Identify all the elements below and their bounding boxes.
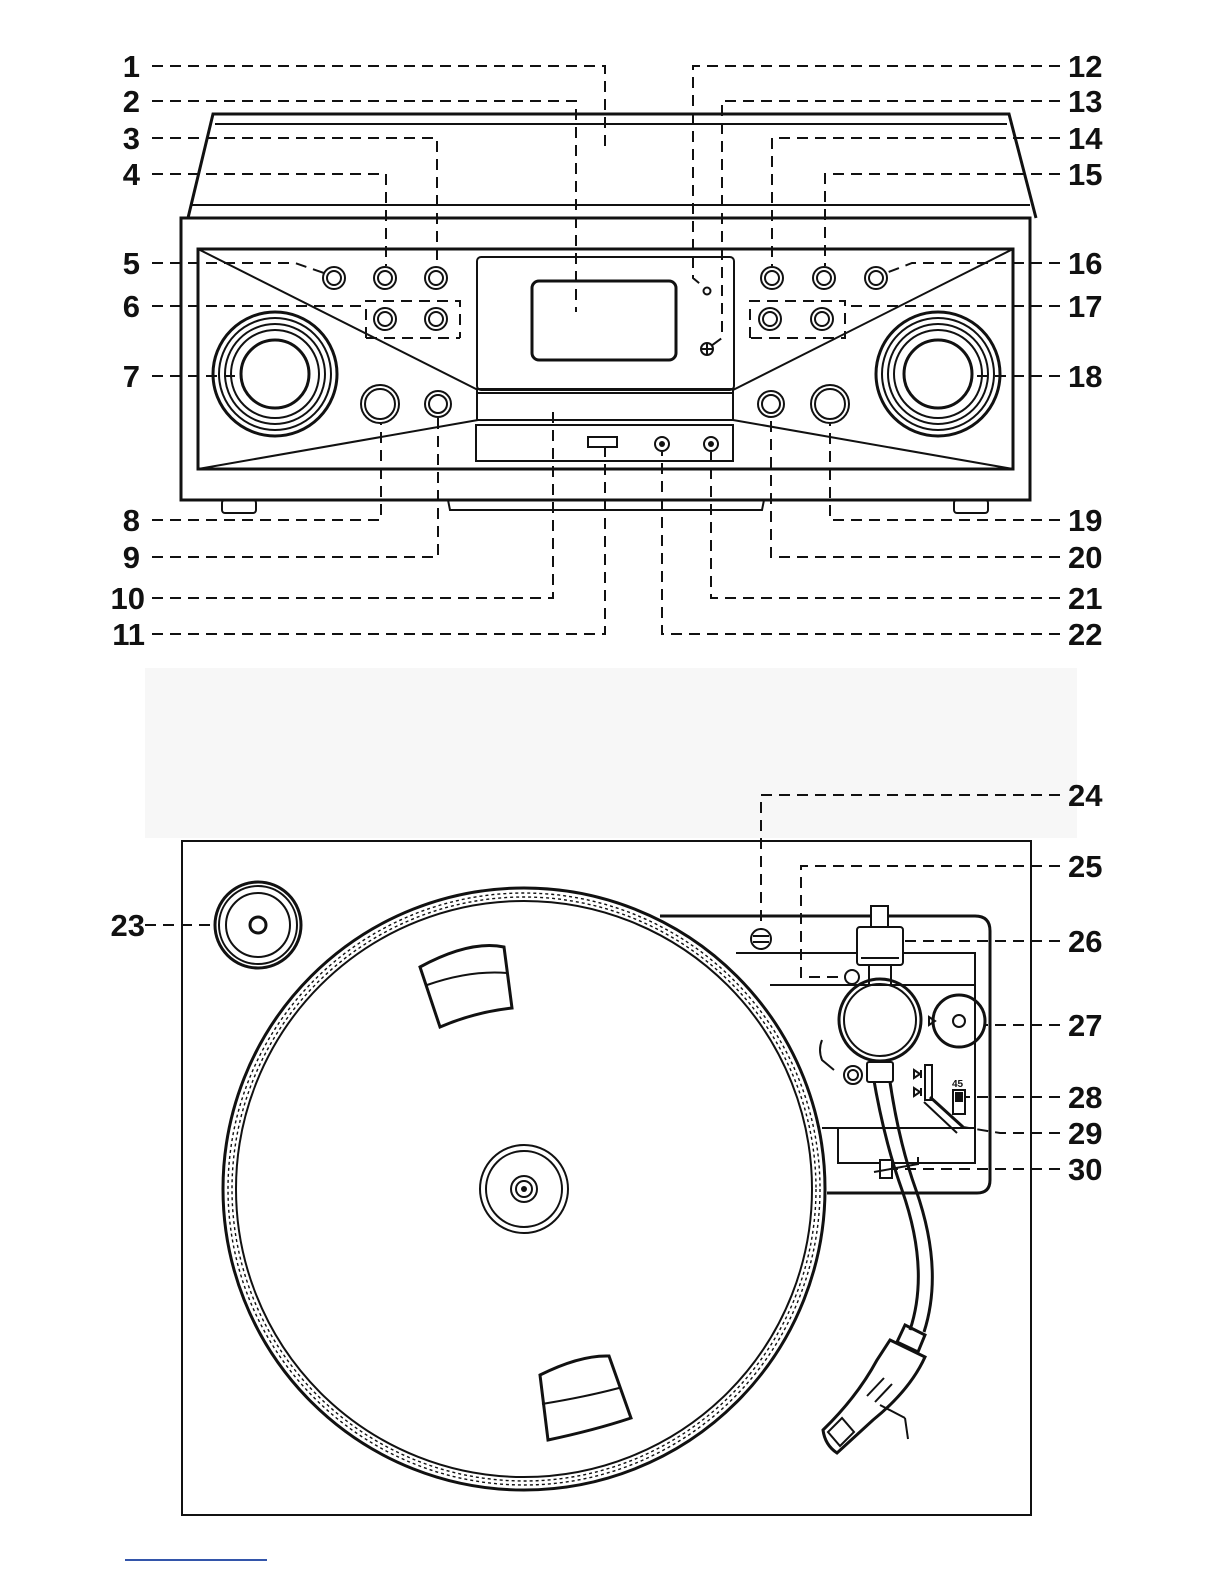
callout-2: 2	[123, 84, 140, 119]
callout-22: 22	[1068, 617, 1102, 652]
scan-shading	[145, 668, 1077, 838]
callout-11: 11	[112, 617, 145, 652]
adjust-screw[interactable]	[751, 929, 771, 949]
callout-28: 28	[1068, 1080, 1102, 1115]
callout-5: 5	[123, 246, 140, 281]
callout-6: 6	[123, 289, 140, 324]
callout-4: 4	[123, 157, 141, 192]
top-view: 45	[111, 778, 1104, 1515]
platter	[223, 888, 825, 1490]
callout-21: 21	[1068, 581, 1102, 616]
mat-pad-bottom	[540, 1356, 631, 1440]
callout-24: 24	[1068, 778, 1103, 813]
top-callout-numbers: 23 24 25 26 27 28 29 30	[111, 778, 1104, 1187]
headshell[interactable]	[823, 1340, 925, 1453]
knob-19[interactable]	[811, 385, 849, 423]
callout-8: 8	[123, 503, 140, 538]
tonearm-plate	[660, 916, 990, 1193]
foot-left	[222, 500, 256, 513]
display-panel	[477, 257, 734, 390]
knob-8[interactable]	[361, 385, 399, 423]
usb-port[interactable]	[588, 437, 617, 447]
callout-26: 26	[1068, 924, 1102, 959]
front-buttons[interactable]	[323, 267, 887, 423]
callout-23: 23	[111, 908, 145, 943]
callout-9: 9	[123, 540, 140, 575]
front-leaders	[152, 66, 1060, 634]
tonearm[interactable]	[867, 1062, 932, 1352]
callout-1: 1	[123, 49, 140, 84]
counterweight[interactable]	[857, 906, 903, 985]
dust-cover	[188, 114, 1036, 218]
display-screen	[532, 281, 676, 360]
callout-10: 10	[111, 581, 145, 616]
callout-19: 19	[1068, 503, 1102, 538]
aux-in-jack[interactable]	[704, 437, 718, 451]
callout-29: 29	[1068, 1116, 1102, 1151]
callout-13: 13	[1068, 84, 1102, 119]
front-callout-numbers: 1 2 3 4 5 6 7 8 9 10 11 12 13 14 15 16 1…	[111, 49, 1104, 652]
speaker-left	[213, 312, 337, 436]
arm-post	[845, 970, 859, 984]
start-stop-knob[interactable]	[929, 995, 985, 1047]
callout-27: 27	[1068, 1008, 1102, 1043]
top-leaders	[145, 795, 1060, 1169]
mat-pad-top	[420, 946, 512, 1027]
headphone-jack[interactable]	[655, 437, 669, 451]
callout-14: 14	[1068, 121, 1103, 156]
callout-15: 15	[1068, 157, 1102, 192]
foot-right	[954, 500, 988, 513]
callout-18: 18	[1068, 359, 1102, 394]
speed-label-45: 45	[952, 1079, 964, 1090]
callout-20: 20	[1068, 540, 1102, 575]
callout-30: 30	[1068, 1152, 1102, 1187]
callout-16: 16	[1068, 246, 1102, 281]
callout-12: 12	[1068, 49, 1102, 84]
callout-17: 17	[1068, 289, 1102, 324]
callout-3: 3	[123, 121, 140, 156]
callout-7: 7	[123, 359, 140, 394]
front-view: 1 2 3 4 5 6 7 8 9 10 11 12 13 14 15 16 1…	[111, 49, 1104, 652]
indicator-led	[704, 288, 711, 295]
speaker-right	[876, 312, 1000, 436]
remote-sensor	[701, 343, 713, 355]
adapter-45rpm[interactable]	[215, 882, 301, 968]
callout-25: 25	[1068, 849, 1102, 884]
